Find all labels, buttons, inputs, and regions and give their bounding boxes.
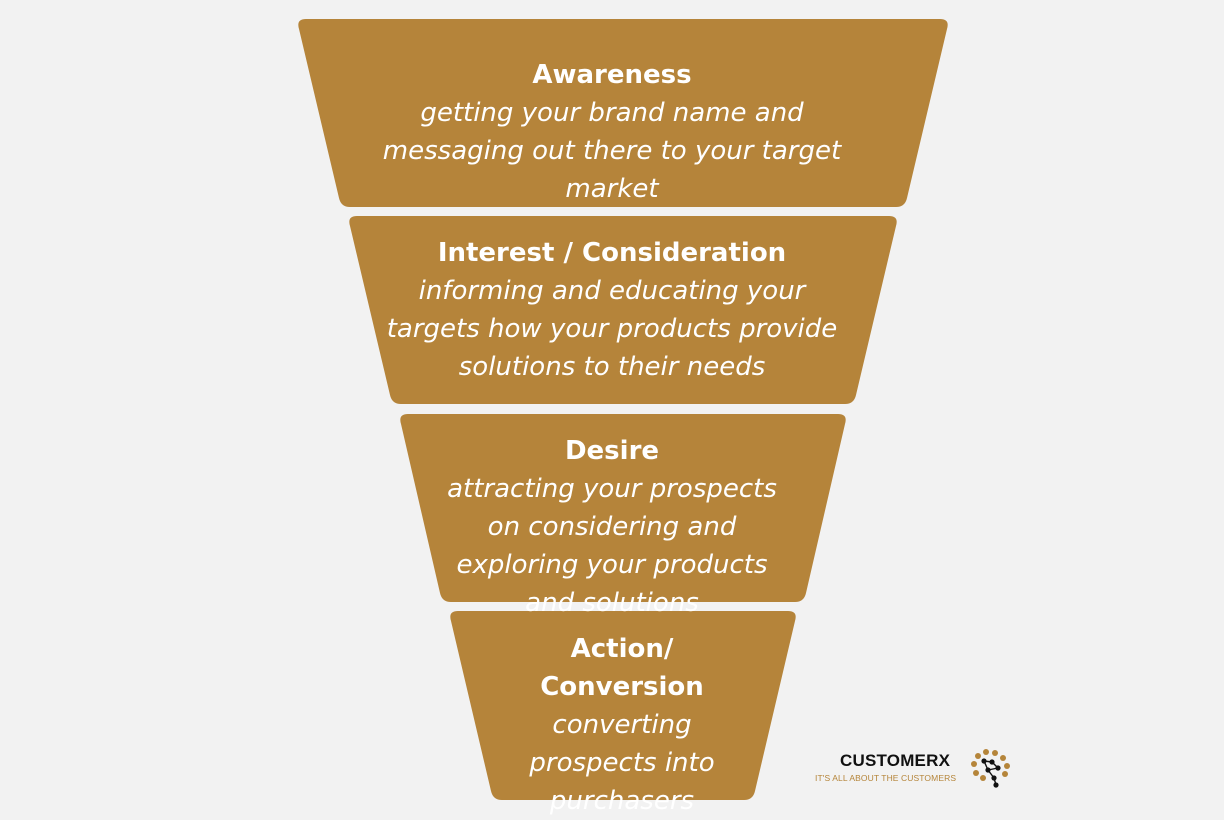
logo-name: CUSTOMERX xyxy=(840,751,951,770)
stage-description: converting prospects into purchasers xyxy=(529,710,715,816)
funnel-stage-awareness-shape xyxy=(298,19,948,207)
stage-description: attracting your prospects on considering… xyxy=(447,474,777,618)
stage-title: Interest / Consideration xyxy=(437,238,787,268)
stage-description: getting your brand name and messaging ou… xyxy=(382,98,842,204)
stage-description: informing and educating your targets how… xyxy=(386,276,838,382)
funnel-stage-desire-shape xyxy=(400,414,846,602)
funnel-stage-desire: Desire attracting your prospects on cons… xyxy=(372,432,852,622)
funnel-stage-awareness: Awareness getting your brand name and me… xyxy=(372,56,852,208)
brand-logo: CUSTOMERX IT'S ALL ABOUT THE CUSTOMERS xyxy=(812,748,1017,790)
brain-network-icon xyxy=(971,749,1010,788)
stage-title: Awareness xyxy=(532,60,692,90)
funnel-stage-action-shape xyxy=(450,611,796,800)
stage-title: Desire xyxy=(564,436,660,466)
stage-title: Action/ Conversion xyxy=(540,634,704,702)
funnel-stage-action: Action/ Conversion converting prospects … xyxy=(472,630,772,820)
funnel-stage-interest: Interest / Consideration informing and e… xyxy=(372,234,852,386)
funnel-stage-interest-shape xyxy=(349,216,897,404)
logo-tagline: IT'S ALL ABOUT THE CUSTOMERS xyxy=(815,773,957,783)
